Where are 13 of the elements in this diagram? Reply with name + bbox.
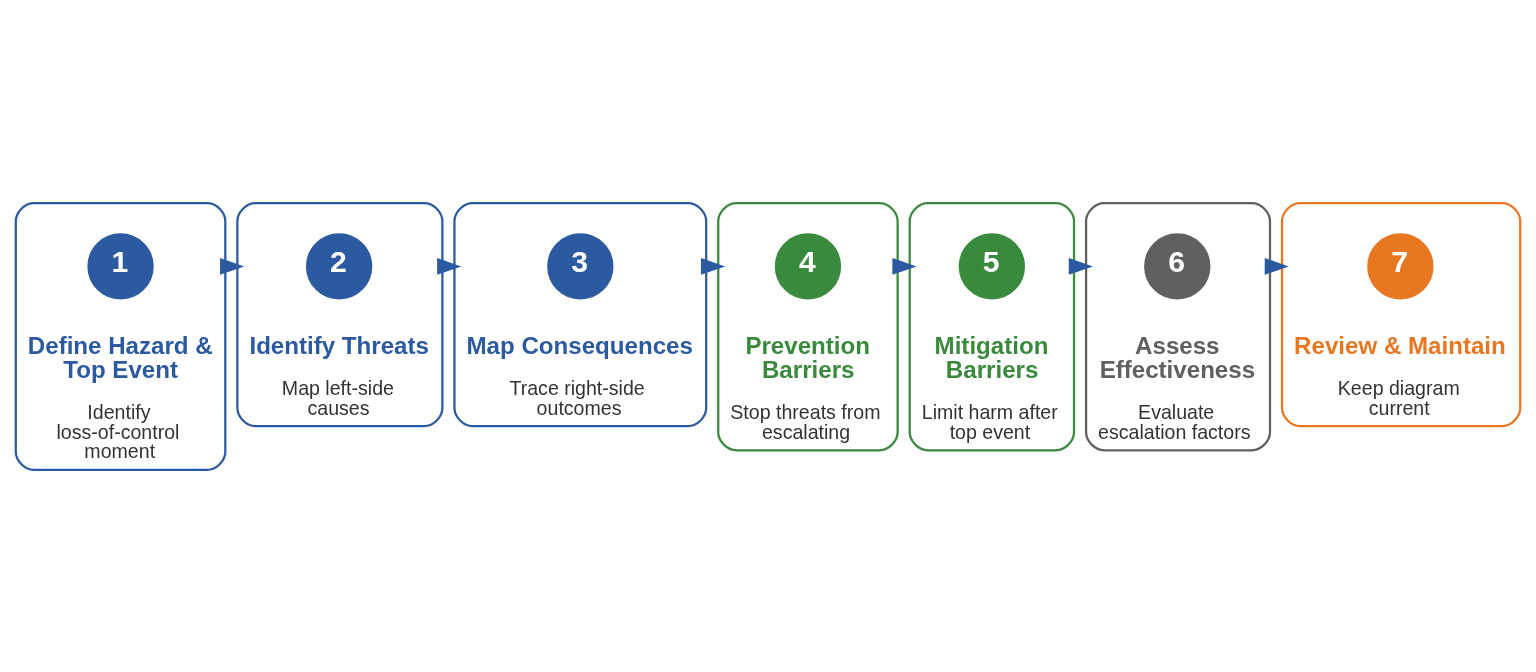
node-circle: 3 [547,232,614,300]
node-circle: 4 [774,232,842,300]
arrow [1264,257,1289,275]
arrow [892,257,917,275]
arrow [700,257,726,275]
arrow [437,257,462,275]
arrow [220,257,245,275]
node-circle: 6 [1144,232,1211,300]
node-circle: 1 [87,232,154,300]
node-circle: 2 [305,232,373,300]
arrow [1068,257,1093,275]
node-circle: 7 [1367,232,1434,300]
node-circle: 5 [958,232,1026,300]
